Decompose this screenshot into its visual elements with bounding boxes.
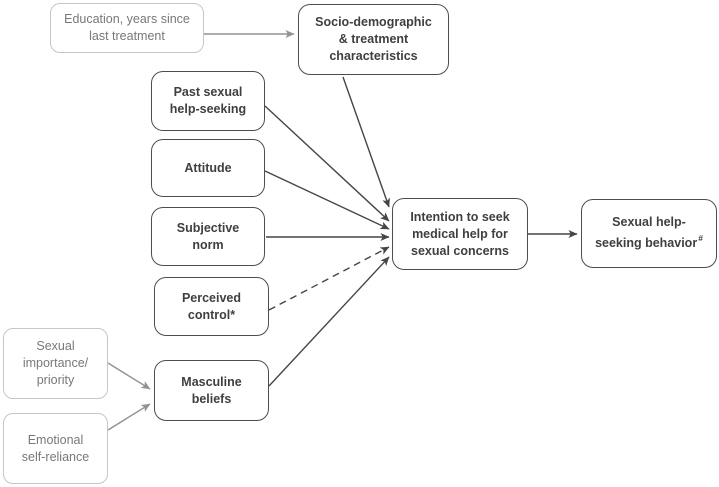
node-emotional-self-reliance: Emotional self-reliance	[3, 413, 108, 484]
edge-emotional-self-reliance-to-masculine-beliefs	[107, 403, 151, 431]
node-label: Intention to seek medical help for sexua…	[410, 209, 510, 258]
node-label: Perceived control*	[181, 290, 242, 322]
node-label: Sexual importance/ priority	[22, 339, 89, 387]
node-intention-to-seek-medical-help: Intention to seek medical help for sexua…	[392, 198, 528, 270]
node-label: Masculine beliefs	[181, 374, 242, 406]
edge-masculine-beliefs-to-intention	[268, 256, 390, 387]
node-perceived-control: Perceived control*	[154, 277, 269, 336]
node-past-sexual-help-seeking: Past sexual help-seeking	[151, 71, 265, 131]
node-subjective-norm: Subjective norm	[151, 207, 265, 266]
node-label: Past sexual help-seeking	[169, 85, 247, 116]
footnote-mark: #	[698, 233, 703, 244]
edge-sociodemographic-to-intention	[342, 76, 390, 208]
node-label: Education, years since last treatment	[64, 12, 190, 43]
node-label: Socio-demographic & treatment characteri…	[315, 15, 432, 63]
node-label: Subjective norm	[176, 220, 240, 252]
node-label-text: Sexual help- seeking behavior	[595, 215, 698, 251]
edge-attitude-to-intention	[264, 170, 390, 230]
edge-past-help-seeking-to-intention	[264, 105, 390, 222]
node-education-years-since-treatment: Education, years since last treatment	[50, 3, 204, 53]
node-attitude: Attitude	[151, 139, 265, 197]
node-label: Emotional self-reliance	[21, 432, 90, 464]
edge-perceived-control-to-intention-dashed	[268, 246, 390, 311]
node-masculine-beliefs: Masculine beliefs	[154, 360, 269, 421]
node-sexual-importance-priority: Sexual importance/ priority	[3, 328, 108, 399]
edge-sexual-importance-to-masculine-beliefs	[107, 362, 151, 390]
node-sexual-help-seeking-behavior: Sexual help- seeking behavior#	[581, 199, 717, 268]
node-socio-demographic-treatment-characteristics: Socio-demographic & treatment characteri…	[298, 4, 449, 75]
node-label: Sexual help- seeking behavior#	[595, 214, 703, 252]
node-label: Attitude	[184, 160, 232, 175]
